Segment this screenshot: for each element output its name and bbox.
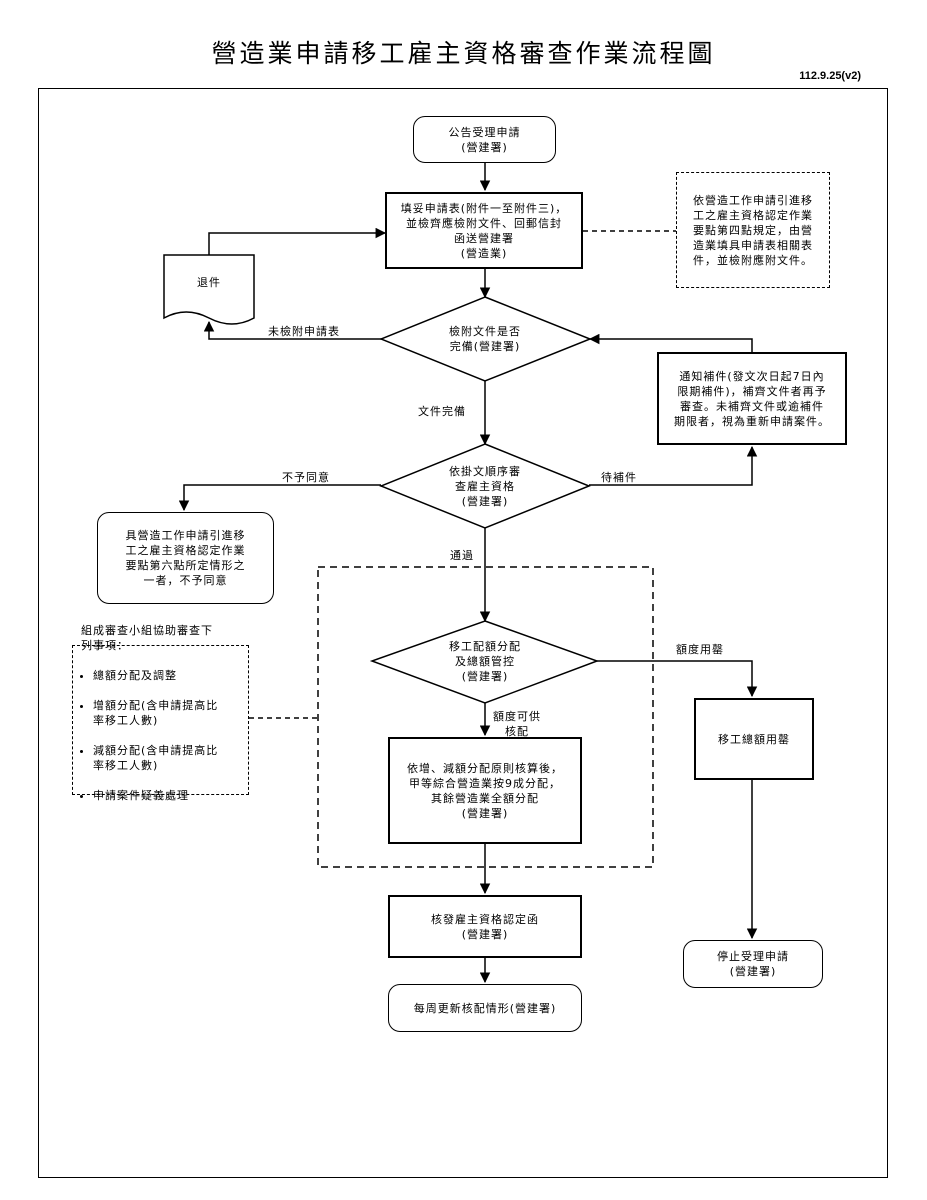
committee-item: 減額分配(含申請提高比 率移工人數) <box>93 743 218 773</box>
page-title: 營造業申請移工雇主資格審查作業流程圖 <box>211 39 716 68</box>
committee-item: 增額分配(含申請提高比 率移工人數) <box>93 698 218 728</box>
node-weekly-update: 每周更新核配情形(營建署) <box>388 984 582 1032</box>
label-quota-exhausted: 額度用罄 <box>676 643 724 656</box>
node-allocate: 依增、減額分配原則核算後， 甲等綜合營造業按9成分配， 其餘營造業全額分配 (營… <box>388 737 582 844</box>
committee-title: 組成審查小組協助審查下 列事項： <box>81 623 213 652</box>
note-committee: 組成審查小組協助審查下 列事項： 總額分配及調整 增額分配(含申請提高比 率移工… <box>72 624 249 802</box>
node-quota-used: 移工總額用罄 <box>694 698 814 780</box>
label-pending: 待補件 <box>601 471 637 484</box>
label-docs-complete: 文件完備 <box>418 405 466 418</box>
node-reject: 具營造工作申請引進移 工之雇主資格認定作業 要點第六點所定情形之 一者，不予同意 <box>97 512 274 604</box>
label-passed: 通過 <box>450 549 474 562</box>
node-check-docs: 檢附文件是否 完備(營建署) <box>449 325 521 353</box>
arrow-quota-to-used <box>597 660 758 698</box>
arrow-review-to-notify <box>589 445 758 486</box>
committee-item: 申請案件疑義處理 <box>93 788 218 803</box>
decision-quota-alloc <box>369 620 600 704</box>
decision-check-docs <box>378 296 593 382</box>
committee-item: 總額分配及調整 <box>93 668 218 683</box>
committee-list: 總額分配及調整 增額分配(含申請提高比 率移工人數) 減額分配(含申請提高比 率… <box>81 653 218 818</box>
node-review-order: 依掛文順序審 查雇主資格 (營建署) <box>449 464 521 508</box>
node-return: 退件 <box>197 275 221 289</box>
node-quota-alloc: 移工配額分配 及總額管控 (營建署) <box>449 639 521 683</box>
node-stop-accept: 停止受理申請 (營建署) <box>683 940 823 988</box>
return-doc-shape <box>163 254 255 325</box>
node-issue-letter: 核發雇主資格認定函 (營建署) <box>388 895 582 958</box>
arrow-review-to-reject <box>178 484 381 512</box>
label-missing-form: 未檢附申請表 <box>268 325 340 338</box>
committee-region <box>317 566 654 868</box>
node-start: 公告受理申請 (營建署) <box>413 116 556 163</box>
label-not-agree: 不予同意 <box>282 471 330 484</box>
version-label: 112.9.25(v2) <box>799 70 861 82</box>
arrow-return-to-form <box>208 227 387 255</box>
node-fill-form: 填妥申請表(附件一至附件三)， 並檢齊應檢附文件、回郵信封 函送營建署 (營造業… <box>385 192 583 269</box>
decision-review-order <box>378 443 592 529</box>
note-point4: 依營造工作申請引進移 工之雇主資格認定作業 要點第四點規定，由營 造業填具申請表… <box>676 172 830 288</box>
label-quota-available: 額度可供 核配 <box>493 710 541 738</box>
diagram-frame <box>38 88 888 1178</box>
arrow-notify-to-check <box>588 333 753 352</box>
node-notify-supplement: 通知補件(發文次日起7日內 限期補件)，補齊文件者再予 審查。未補齊文件或逾補件… <box>657 352 847 445</box>
arrow-check-to-return <box>203 320 381 340</box>
